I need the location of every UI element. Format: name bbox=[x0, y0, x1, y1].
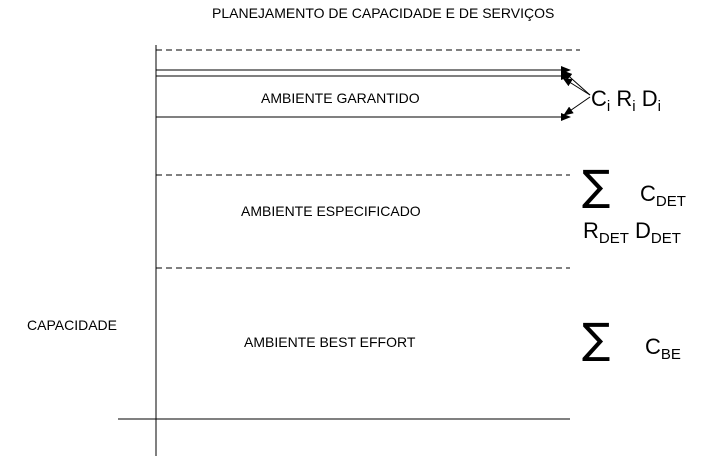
symbol-d-sub: DET bbox=[650, 230, 681, 247]
pointer-line-3 bbox=[563, 96, 591, 116]
symbol-c-det: CDET bbox=[640, 181, 686, 210]
symbol-r-det-d-det: RDET DDET bbox=[583, 218, 681, 247]
symbol-c: C bbox=[640, 181, 656, 206]
symbol-r-sub: i bbox=[632, 98, 636, 115]
sum-symbol-best-effort: ∑ bbox=[582, 314, 611, 363]
symbol-c-sub: DET bbox=[655, 193, 686, 210]
symbol-d-sub: i bbox=[657, 98, 661, 115]
symbol-d: D bbox=[641, 86, 658, 111]
symbol-c: C bbox=[645, 334, 661, 359]
sum-symbol-especificado: ∑ bbox=[582, 161, 611, 210]
region-label-especificado: AMBIENTE ESPECIFICADO bbox=[241, 203, 421, 219]
symbol-c-sub: i bbox=[606, 98, 611, 115]
symbol-r: R bbox=[583, 218, 599, 243]
symbol-r: R bbox=[616, 86, 633, 111]
region-label-garantido: AMBIENTE GARANTIDO bbox=[261, 90, 420, 106]
diagram-title: PLANEJAMENTO DE CAPACIDADE E DE SERVIÇOS bbox=[212, 5, 555, 21]
symbol-c-be: CBE bbox=[645, 334, 681, 363]
pointer-line-1 bbox=[562, 70, 591, 96]
symbol-r-sub: DET bbox=[598, 230, 629, 247]
symbol-garantido: Ci Ri Di bbox=[591, 86, 661, 115]
symbol-d: D bbox=[635, 218, 651, 243]
capacity-axis-label: CAPACIDADE bbox=[27, 317, 117, 333]
symbol-c-sub: BE bbox=[660, 346, 681, 363]
region-label-best-effort: AMBIENTE BEST EFFORT bbox=[244, 334, 416, 350]
pointer-line-2 bbox=[562, 77, 591, 96]
symbol-c: C bbox=[591, 86, 607, 111]
